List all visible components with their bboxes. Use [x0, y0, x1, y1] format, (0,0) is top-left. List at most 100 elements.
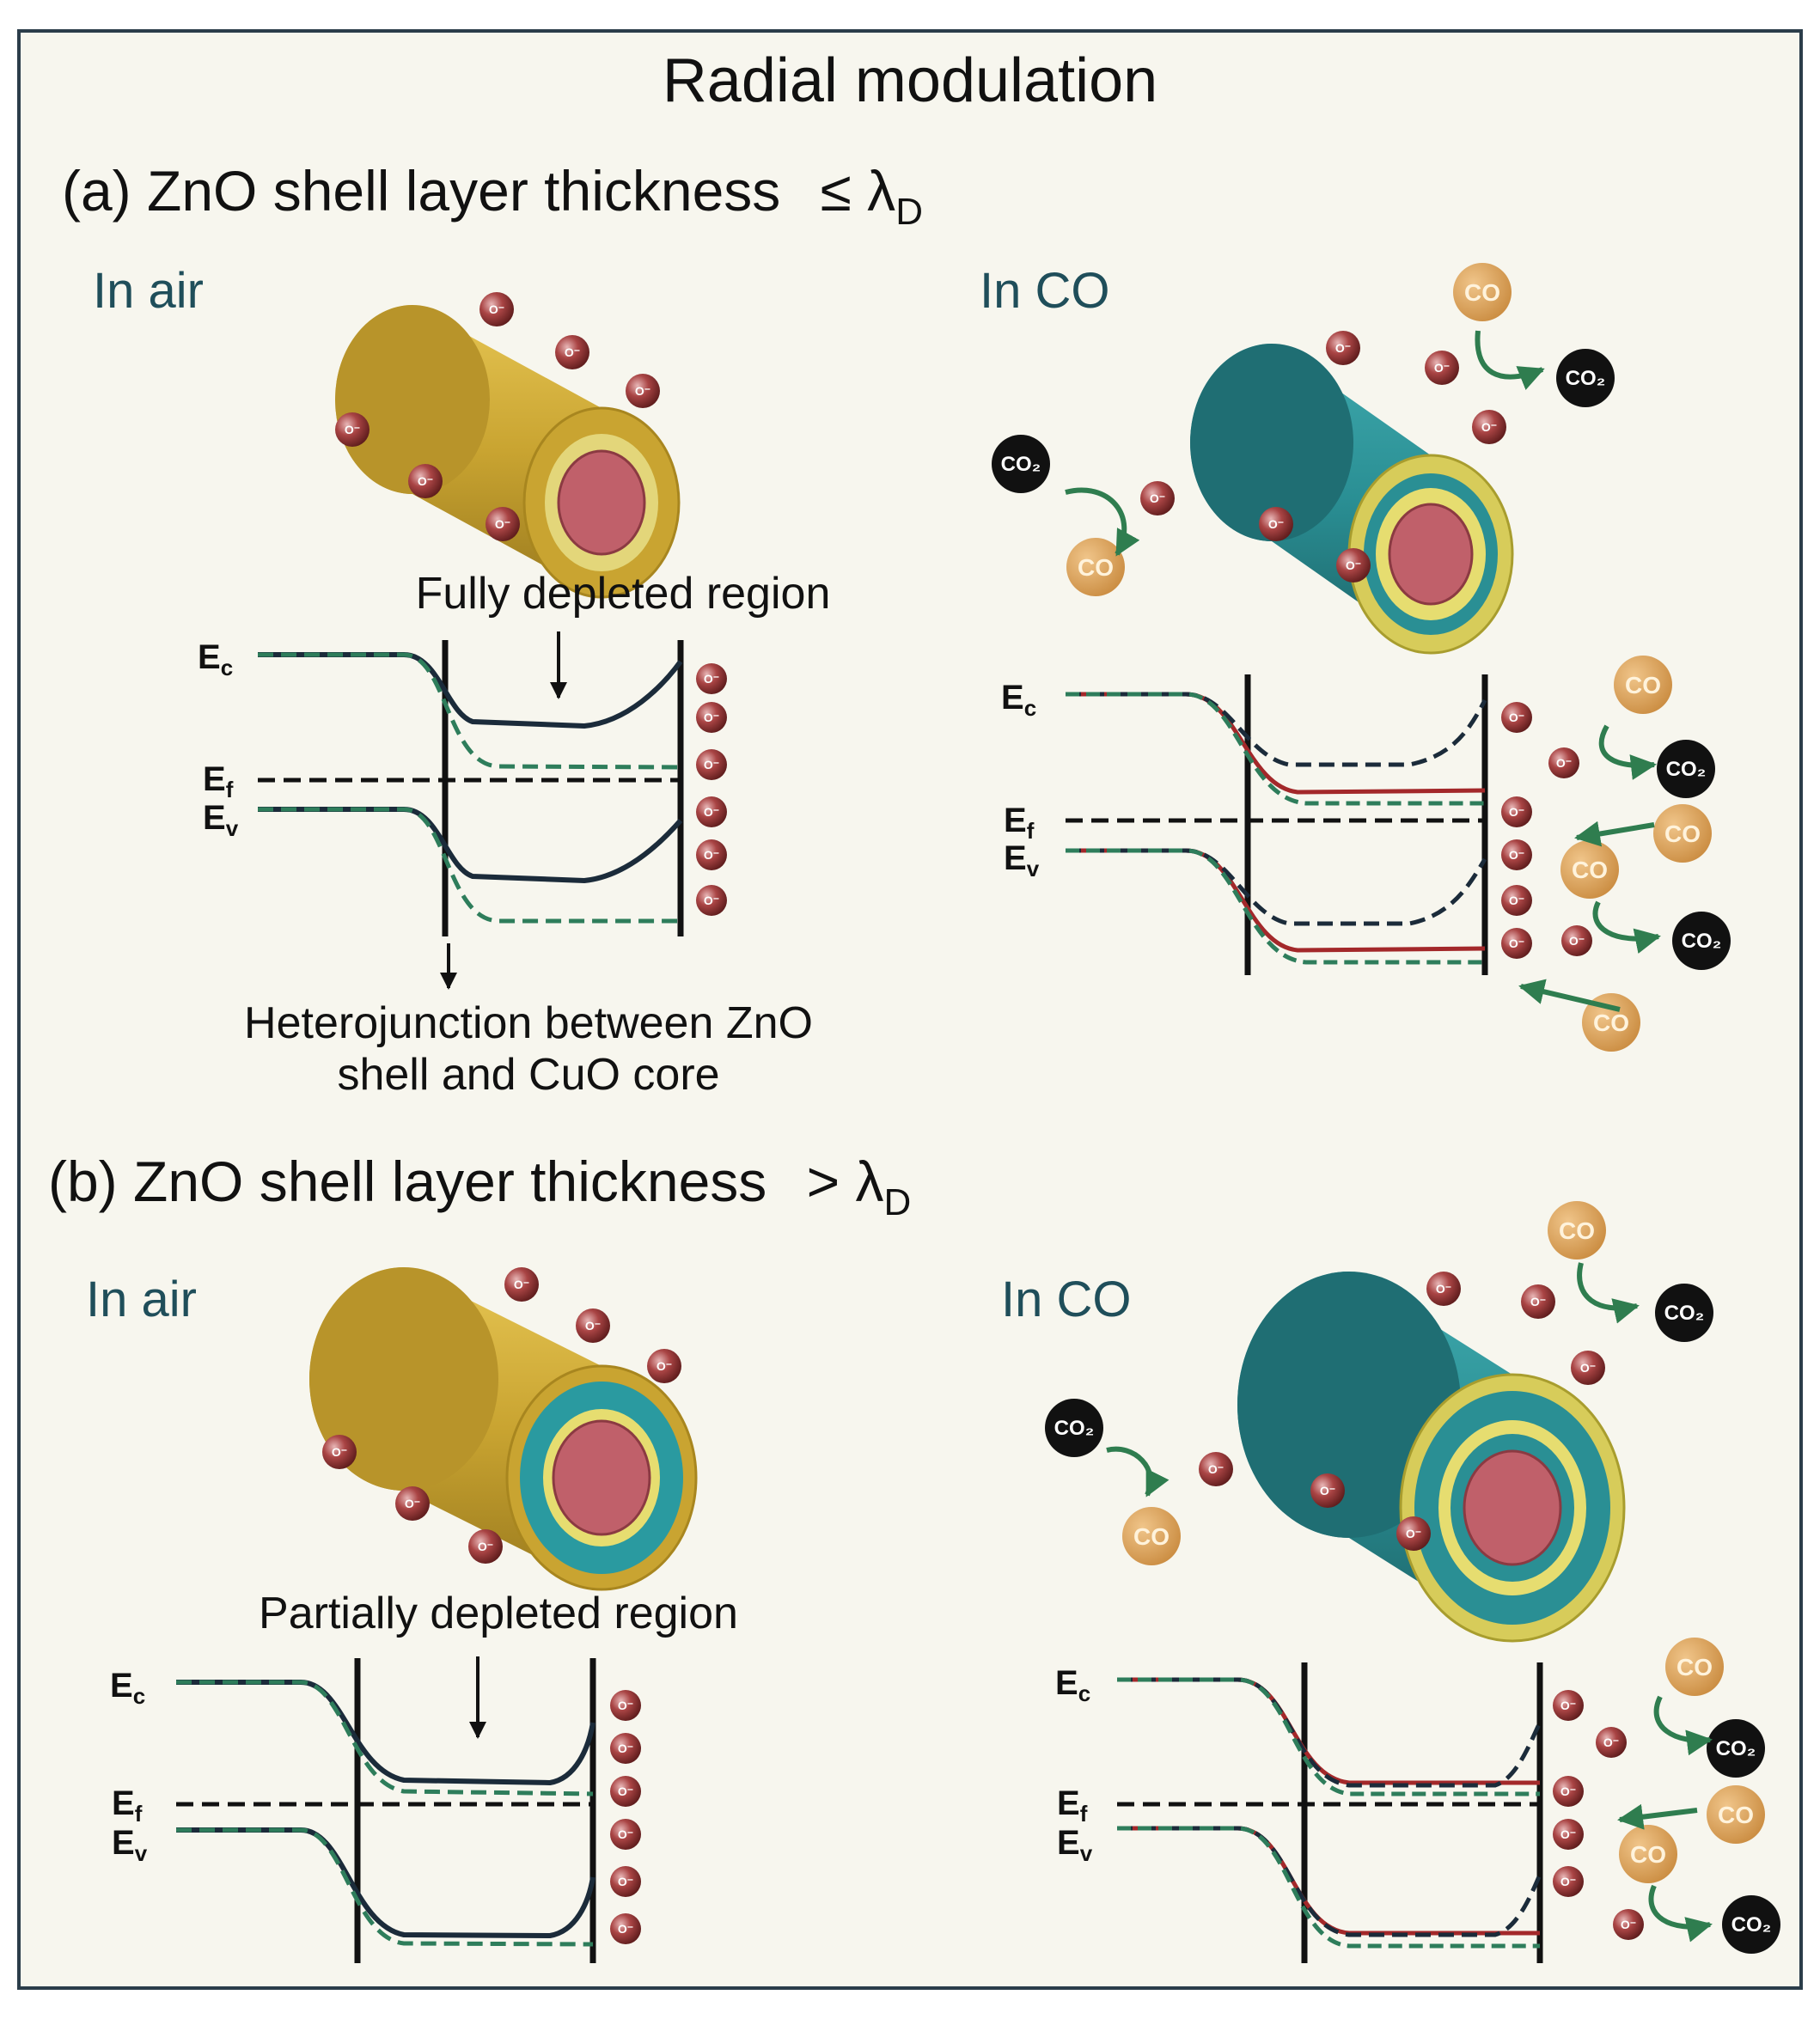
oxygen-ion-icon: O⁻ [408, 464, 443, 498]
co2-molecule-icon: CO₂ [1655, 1284, 1713, 1342]
oxygen-ion-icon: O⁻ [696, 663, 727, 694]
oxygen-ion-icon: O⁻ [1521, 1284, 1555, 1319]
annotation-fully-depleted: Fully depleted region [416, 569, 831, 619]
oxygen-ion-icon: O⁻ [1310, 1473, 1345, 1508]
svg-text:CO: CO [1078, 554, 1114, 581]
svg-text:CO: CO [1559, 1217, 1595, 1244]
nanowire-b-co [1237, 1272, 1626, 1643]
oxygen-ion-icon: O⁻ [1561, 925, 1592, 956]
oxygen-ion-icon: O⁻ [1199, 1452, 1233, 1486]
panel-a-left-env-label: In air [93, 263, 204, 319]
svg-text:CO₂: CO₂ [1731, 1913, 1772, 1937]
reaction-arrows [1065, 330, 1713, 1943]
oxygen-ion-icon: O⁻ [1553, 1866, 1584, 1897]
ef-label-b-air: Ef [112, 1784, 143, 1827]
svg-text:O⁻: O⁻ [1560, 1784, 1576, 1798]
oxygen-ion-icon: O⁻ [1501, 796, 1532, 827]
co2-molecule-icon: CO₂ [1707, 1719, 1765, 1778]
oxygen-ion-icon: O⁻ [504, 1267, 539, 1302]
annotation-heterojunction-line2: shell and CuO core [337, 1050, 719, 1100]
svg-text:O⁻: O⁻ [1346, 558, 1361, 572]
co2-molecule-icon: CO₂ [1722, 1895, 1780, 1954]
oxygen-ion-icon: O⁻ [335, 412, 369, 447]
oxygen-ion-icon: O⁻ [696, 839, 727, 870]
co2-molecule-icon: CO₂ [992, 435, 1050, 493]
co2-molecule-icon: CO₂ [1657, 740, 1715, 798]
ev-label-a-co: Ev [1004, 839, 1040, 881]
oxygen-ion-icon: O⁻ [1336, 548, 1371, 583]
svg-text:CO₂: CO₂ [1716, 1737, 1756, 1760]
oxygen-ion-icon: O⁻ [1501, 839, 1532, 870]
svg-text:O⁻: O⁻ [1150, 491, 1165, 505]
svg-text:CO: CO [1718, 1802, 1754, 1828]
svg-text:CO: CO [1133, 1523, 1170, 1550]
svg-text:O⁻: O⁻ [1509, 805, 1524, 819]
oxygen-ion-icon: O⁻ [610, 1690, 641, 1721]
panel-b-right-env-label: In CO [1001, 1272, 1132, 1327]
svg-text:CO: CO [1572, 857, 1608, 883]
ev-label-a-air: Ev [203, 799, 239, 841]
oxygen-ion-icon: O⁻ [610, 1776, 641, 1807]
svg-text:O⁻: O⁻ [418, 474, 433, 488]
svg-text:O⁻: O⁻ [1436, 1282, 1451, 1296]
svg-text:O⁻: O⁻ [345, 423, 360, 436]
ev-label-b-air: Ev [112, 1824, 148, 1866]
svg-text:O⁻: O⁻ [1268, 517, 1284, 531]
svg-text:CO₂: CO₂ [1001, 453, 1041, 476]
co2-molecule-icon: CO₂ [1045, 1399, 1103, 1457]
svg-text:O⁻: O⁻ [618, 1699, 633, 1712]
ef-label-b-co: Ef [1057, 1784, 1088, 1827]
svg-text:O⁻: O⁻ [1406, 1527, 1421, 1540]
oxygen-ion-icon: O⁻ [555, 335, 589, 369]
svg-text:CO: CO [1630, 1841, 1666, 1868]
oxygen-ion-icon: O⁻ [610, 1819, 641, 1850]
oxygen-ion-icon: O⁻ [610, 1866, 641, 1897]
oxygen-ion-icon: O⁻ [1501, 702, 1532, 733]
co-molecule-icon: CO [1653, 804, 1712, 863]
oxygen-ion-icon: O⁻ [1553, 1819, 1584, 1850]
svg-text:O⁻: O⁻ [1509, 894, 1524, 907]
svg-text:O⁻: O⁻ [618, 1741, 633, 1755]
svg-text:O⁻: O⁻ [704, 848, 719, 862]
co-molecule-icon: CO [1619, 1825, 1677, 1883]
oxygen-ion-icon: O⁻ [1613, 1909, 1644, 1940]
oxygen-ion-icon: O⁻ [1425, 351, 1459, 385]
svg-text:O⁻: O⁻ [332, 1445, 347, 1459]
svg-text:O⁻: O⁻ [1580, 1361, 1596, 1375]
svg-text:O⁻: O⁻ [1556, 756, 1572, 770]
co-molecule-icon: CO [1582, 993, 1640, 1052]
oxygen-ion-icon: O⁻ [696, 749, 727, 780]
svg-text:O⁻: O⁻ [1434, 361, 1450, 375]
svg-text:CO₂: CO₂ [1664, 1302, 1705, 1325]
co2-molecule-icon: CO₂ [1672, 912, 1731, 970]
gas-molecules: CO CO₂ CO₂ CO CO CO₂ CO CO CO₂ CO CO CO₂ CO₂ CO CO CO₂ C… [992, 263, 1780, 1954]
band-diagram-b-co [1117, 1662, 1543, 1963]
oxygen-ion-icon: O⁻ [1553, 1776, 1584, 1807]
ec-label-b-co: Ec [1055, 1664, 1090, 1706]
co-molecule-icon: CO [1614, 656, 1672, 714]
oxygen-ion-icon: O⁻ [1553, 1690, 1584, 1721]
svg-text:O⁻: O⁻ [1509, 711, 1524, 724]
figure-title: Radial modulation [663, 46, 1157, 115]
band-diagram-b-air [176, 1658, 596, 1963]
svg-text:O⁻: O⁻ [585, 1319, 601, 1333]
svg-text:O⁻: O⁻ [618, 1922, 633, 1936]
svg-text:CO₂: CO₂ [1566, 367, 1606, 390]
svg-text:O⁻: O⁻ [1560, 1699, 1576, 1712]
oxygen-ion-icon: O⁻ [468, 1529, 503, 1564]
co-molecule-icon: CO [1665, 1638, 1724, 1696]
oxygen-ion-icon: O⁻ [1472, 410, 1506, 444]
svg-text:O⁻: O⁻ [565, 345, 580, 359]
ef-label-a-co: Ef [1004, 802, 1035, 844]
band-diagram-a-co [1066, 674, 1488, 975]
svg-text:O⁻: O⁻ [635, 384, 650, 398]
oxygen-ion-icon: O⁻ [1571, 1351, 1605, 1385]
co2-molecule-icon: CO₂ [1556, 349, 1615, 407]
oxygen-ion-icon: O⁻ [696, 885, 727, 916]
svg-text:O⁻: O⁻ [1569, 934, 1585, 948]
svg-text:O⁻: O⁻ [405, 1497, 420, 1510]
svg-text:O⁻: O⁻ [1530, 1295, 1546, 1308]
oxygen-ion-icon: O⁻ [696, 702, 727, 733]
section-b-heading: (b) ZnO shell layer thickness > λD [48, 1150, 911, 1223]
panel-a-right-env-label: In CO [980, 263, 1110, 319]
